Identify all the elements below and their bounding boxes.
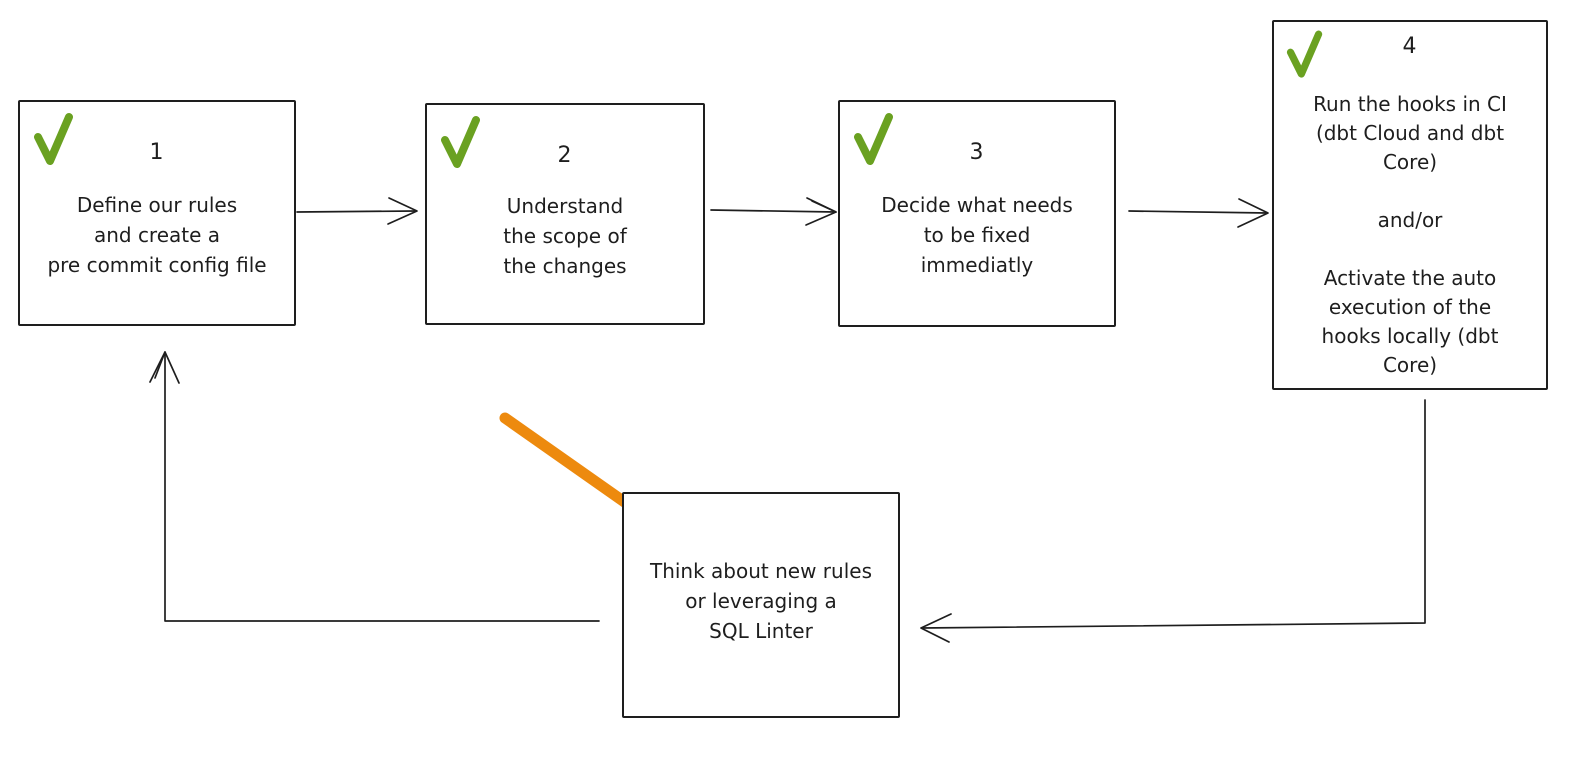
step-4-number: 4 <box>1402 34 1418 59</box>
arrow-step1-step2[interactable] <box>296 197 418 225</box>
step-1-text: Define our rules and create a pre commit… <box>47 193 267 277</box>
step-3-text: Decide what needs to be fixed immediatly <box>881 193 1073 277</box>
checkmark-icon[interactable] <box>853 111 895 169</box>
step-1-number: 1 <box>149 140 165 165</box>
note-box[interactable]: Think about new rules or leveraging a SQ… <box>622 492 900 718</box>
arrow-step4-note[interactable] <box>920 399 1426 643</box>
step-1-box[interactable]: 1 Define our rules and create a pre comm… <box>18 100 296 326</box>
checkmark-icon[interactable] <box>1286 28 1324 82</box>
step-2-text: Understand the scope of the changes <box>503 194 627 278</box>
step-4-box[interactable]: 4 Run the hooks in CI (dbt Cloud and dbt… <box>1272 20 1548 390</box>
note-text: Think about new rules or leveraging a SQ… <box>649 559 872 643</box>
step-2-box[interactable]: 2 Understand the scope of the changes <box>425 103 705 325</box>
step-4-text: Run the hooks in CI (dbt Cloud and dbt C… <box>1313 92 1507 377</box>
checkmark-icon[interactable] <box>33 111 75 169</box>
arrow-note-step1[interactable] <box>149 351 600 622</box>
step-3-number: 3 <box>969 140 985 165</box>
arrow-step3-step4[interactable] <box>1128 198 1269 228</box>
arrow-step2-step3[interactable] <box>710 197 837 226</box>
step-2-number: 2 <box>557 143 573 168</box>
checkmark-icon[interactable] <box>440 114 482 172</box>
step-3-box[interactable]: 3 Decide what needs to be fixed immediat… <box>838 100 1116 327</box>
